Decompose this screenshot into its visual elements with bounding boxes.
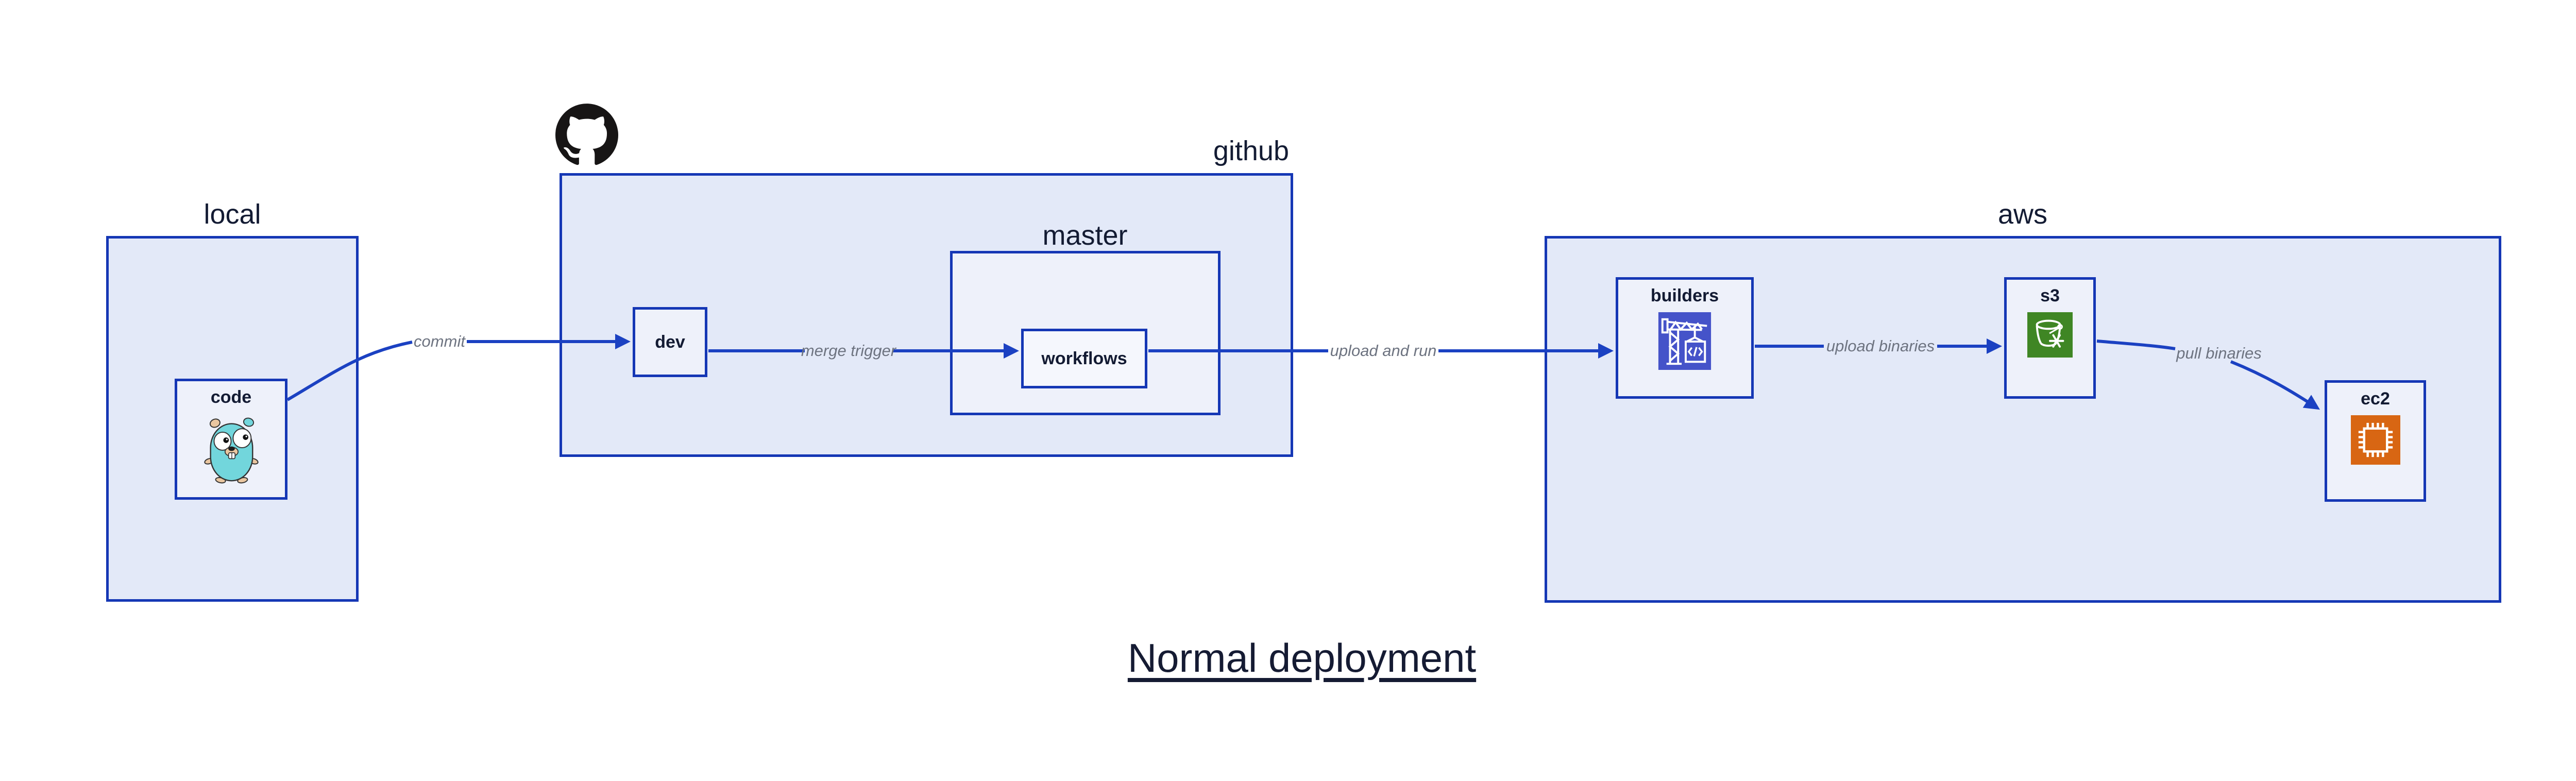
github-octocat-icon: [555, 104, 618, 165]
edge-label-commit: commit: [414, 332, 465, 350]
node-box-builders: builders: [1616, 277, 1754, 399]
aws-codebuild-icon: [1658, 312, 1711, 370]
group-label-local: local: [204, 199, 261, 230]
node-label-ec2: ec2: [2361, 389, 2390, 409]
node-box-dev: dev: [633, 307, 707, 377]
node-label-dev: dev: [655, 332, 685, 352]
edge-label-merge-trigger: merge trigger: [801, 342, 896, 360]
edge-label-upload-and-run: upload and run: [1330, 342, 1437, 360]
group-label-github: github: [1213, 135, 1289, 166]
node-box-ec2: ec2: [2325, 380, 2426, 502]
aws-s3-glacier-bucket-icon: [2027, 312, 2073, 358]
node-box-workflows: workflows: [1021, 329, 1147, 388]
node-label-s3: s3: [2040, 286, 2060, 305]
edge-pull-binaries: [2096, 339, 2320, 410]
group-label-master: master: [1042, 220, 1128, 251]
go-gopher-icon: [202, 414, 260, 484]
edge-label-upload-binaries: upload binaries: [1826, 337, 1935, 355]
node-label-workflows: workflows: [1041, 348, 1127, 368]
edge-commit: [286, 334, 631, 401]
node-label-code: code: [210, 387, 252, 407]
group-label-aws: aws: [1997, 199, 2048, 230]
node-label-builders: builders: [1650, 286, 1719, 305]
node-box-s3: s3: [2004, 277, 2096, 399]
diagram-title: Normal deployment: [1127, 635, 1477, 681]
aws-ec2-chip-icon: [2350, 415, 2400, 465]
edge-label-pull-binaries: pull binaries: [2176, 344, 2262, 362]
node-box-code: code: [175, 379, 287, 500]
